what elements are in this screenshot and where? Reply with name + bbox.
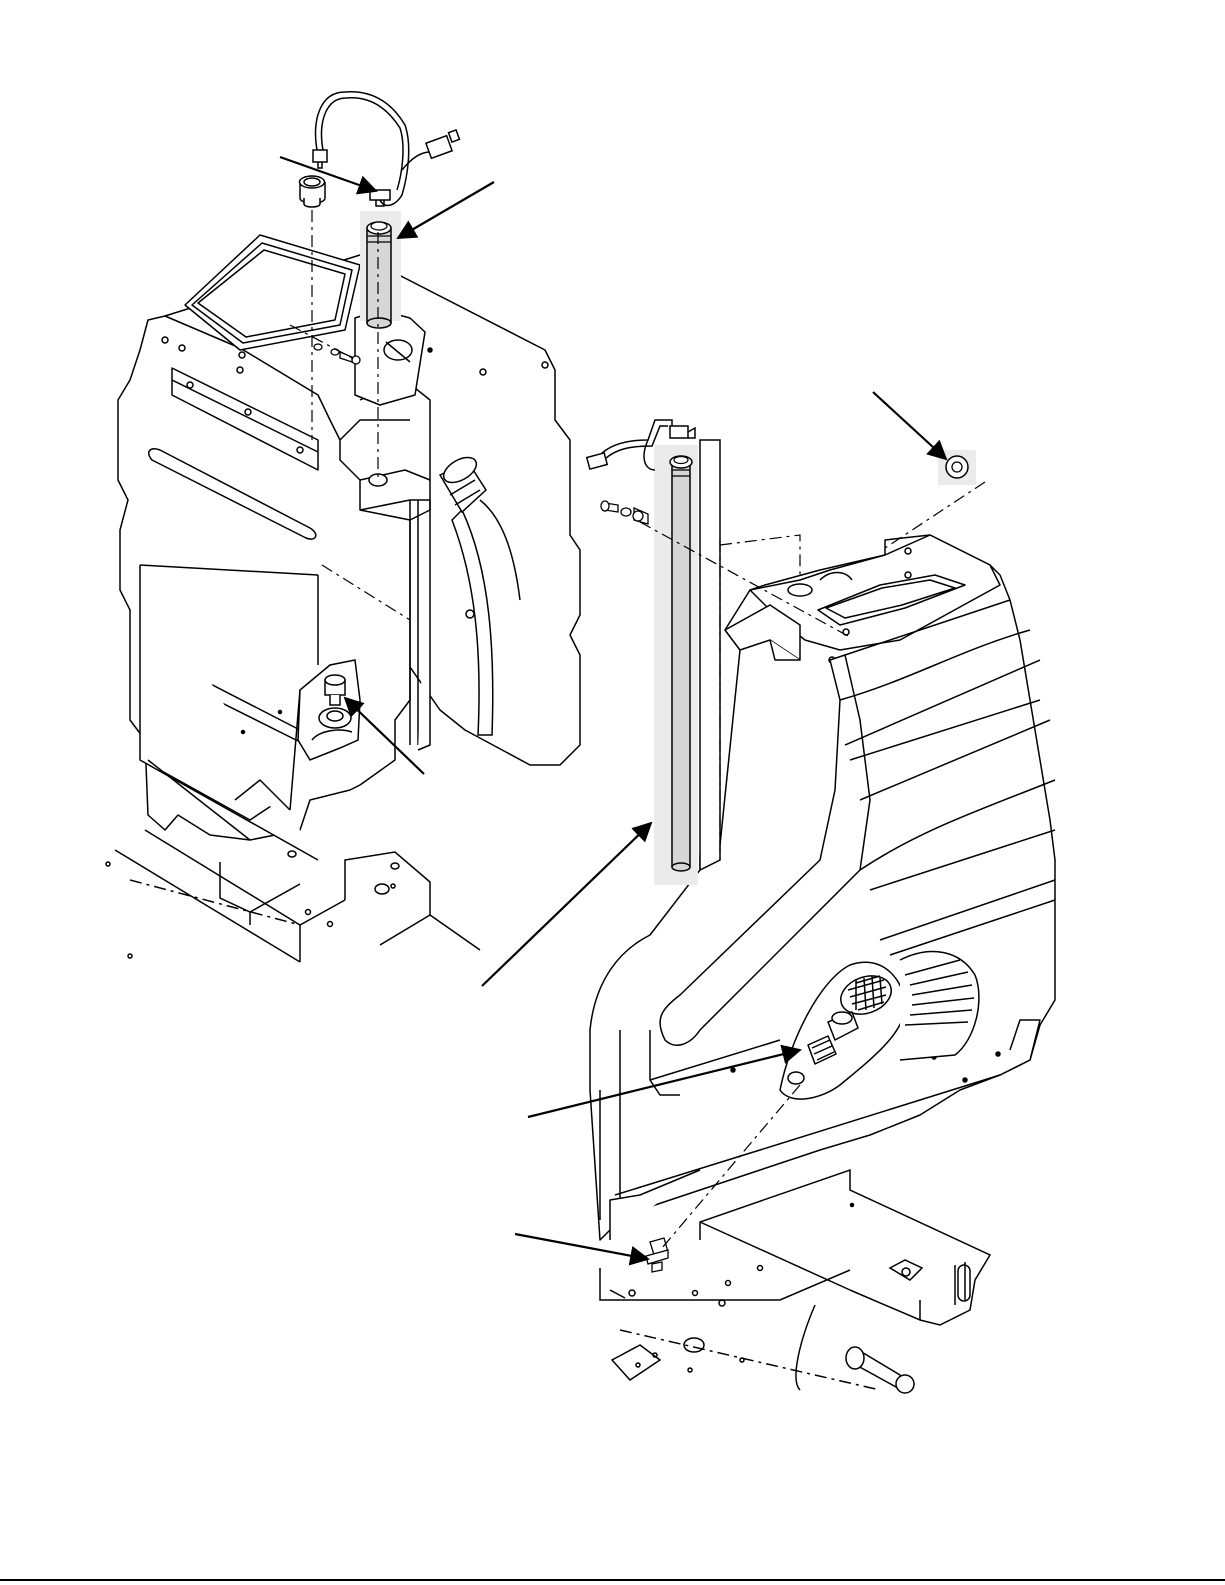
arrow-left-sender bbox=[398, 182, 494, 238]
right-hardware bbox=[601, 501, 648, 524]
right-fuel-sender bbox=[654, 440, 720, 885]
arrow-sender-wire bbox=[280, 157, 376, 191]
left-frame-mount bbox=[106, 830, 480, 962]
left-fuel-tank bbox=[118, 235, 580, 860]
left-fuel-sender bbox=[360, 211, 401, 328]
bottom-fitting bbox=[646, 1238, 668, 1272]
footer-rule bbox=[0, 1579, 1225, 1581]
vent-grommet bbox=[938, 450, 976, 485]
left-filler-cap bbox=[300, 176, 326, 207]
arrow-vent-grommet bbox=[873, 392, 946, 459]
arrow-bottom-fitting bbox=[515, 1234, 648, 1259]
left-sender-harness bbox=[313, 92, 459, 206]
